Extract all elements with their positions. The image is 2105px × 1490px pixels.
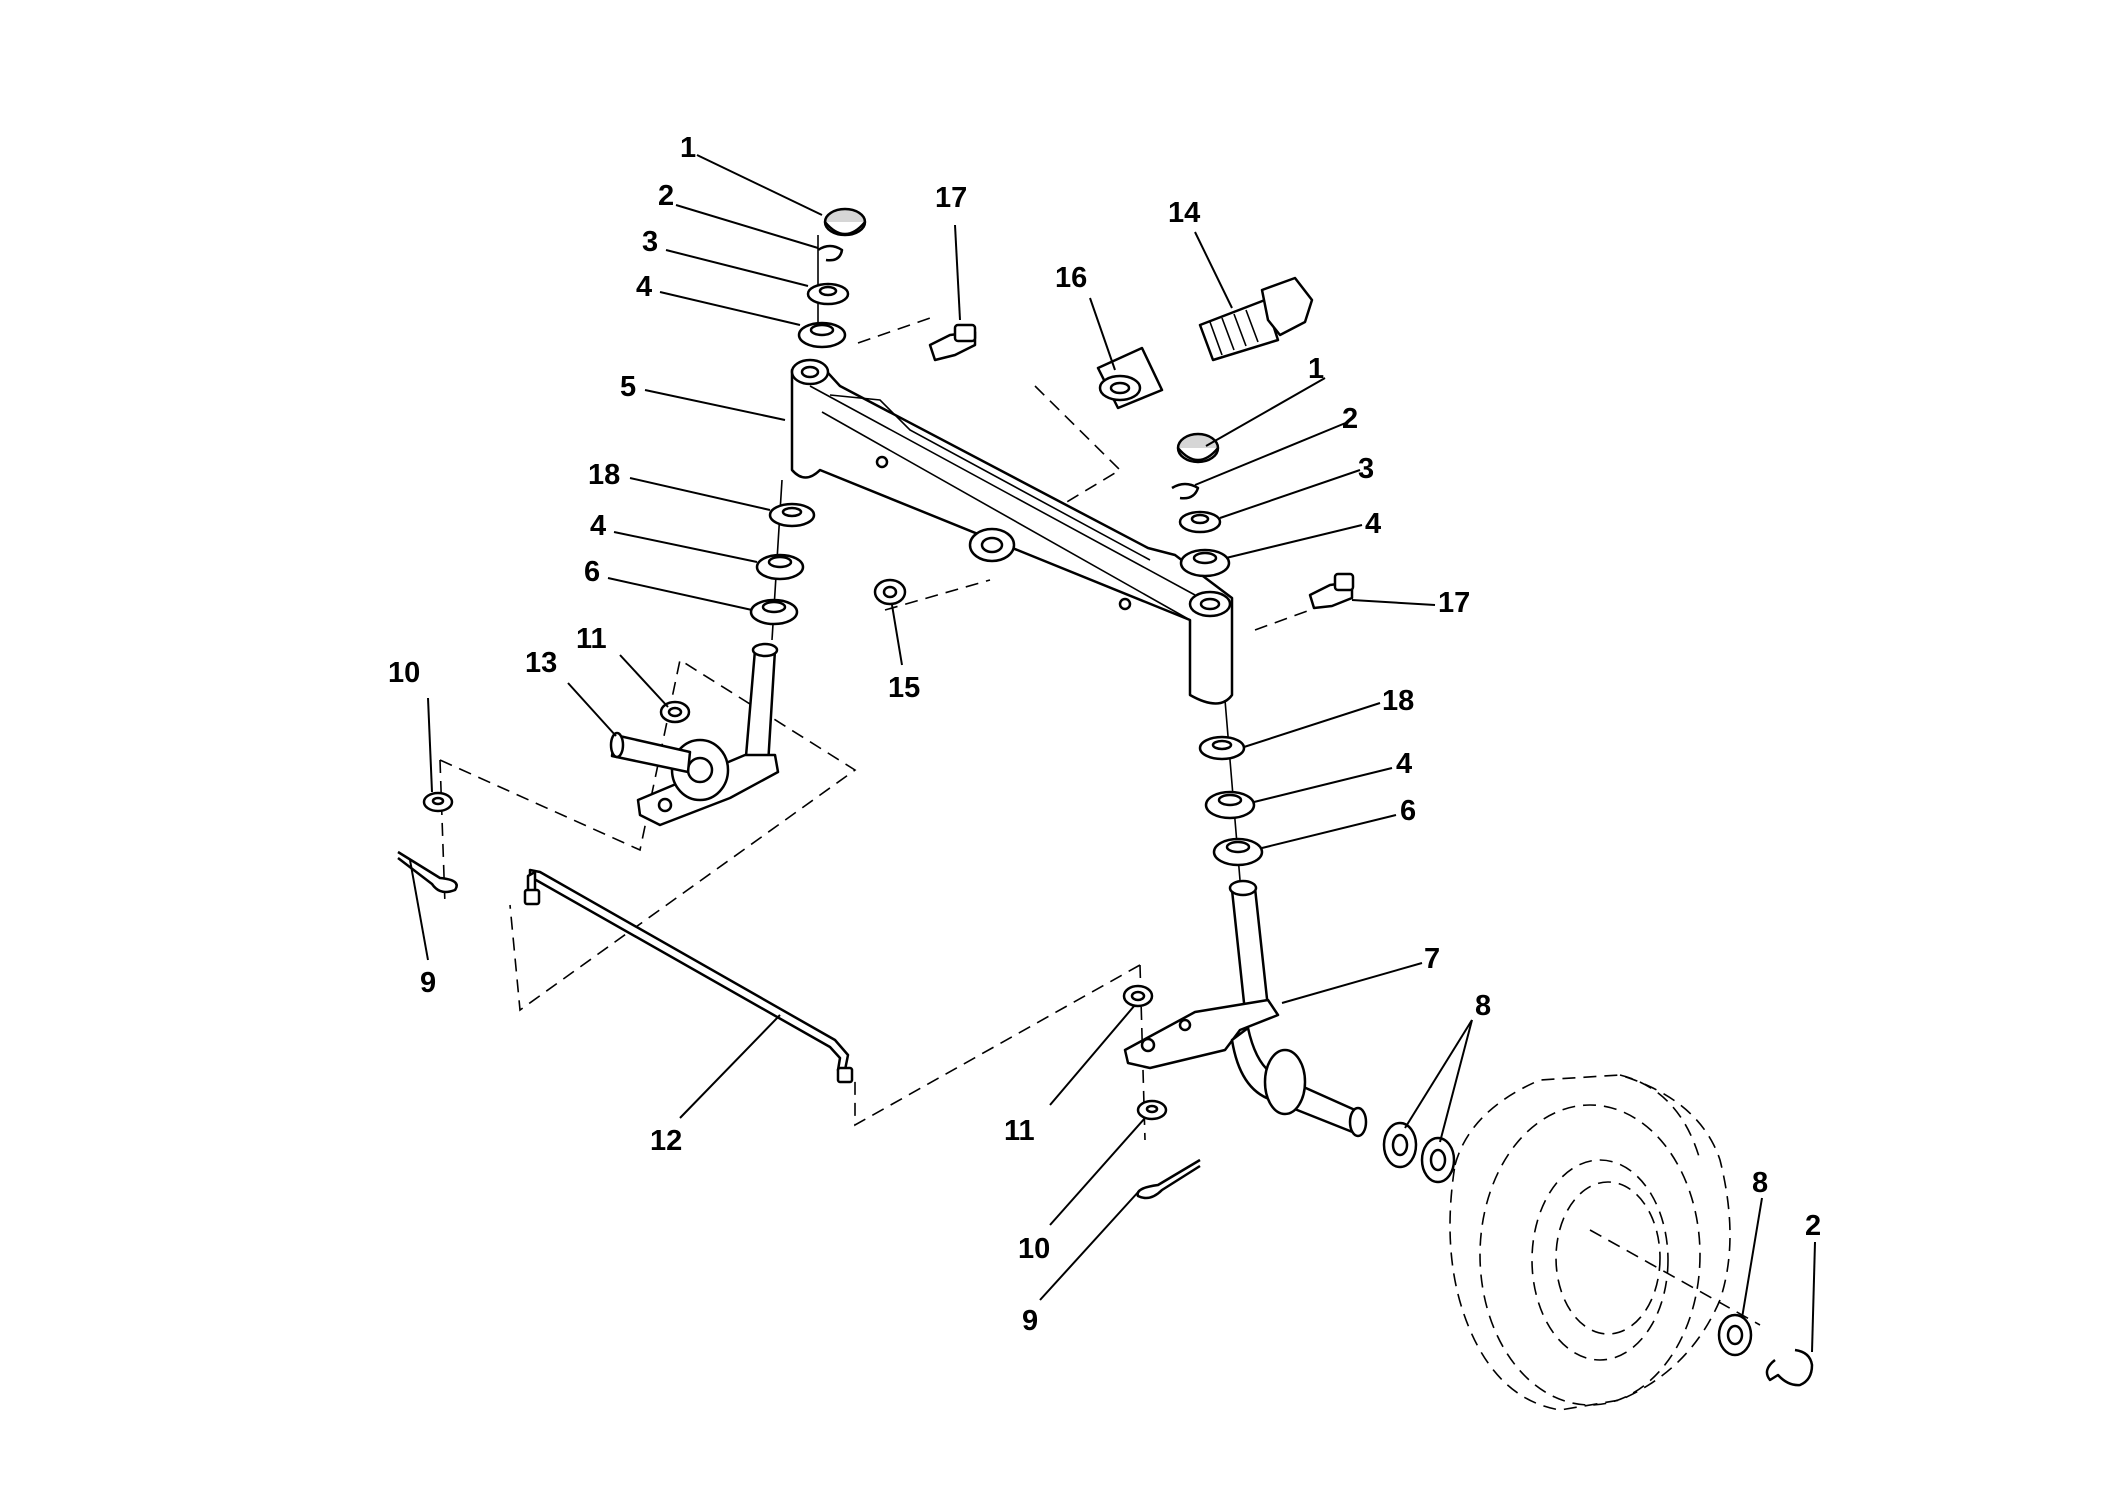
- callout-3: 3: [642, 226, 658, 258]
- left-lower-stack: [749, 479, 816, 641]
- grease-fitting-left-part: [928, 323, 977, 362]
- callout-8: 8: [1752, 1167, 1768, 1199]
- callout-18: 18: [1382, 685, 1414, 717]
- callout-12: 12: [650, 1125, 682, 1157]
- callout-4: 4: [590, 510, 606, 542]
- retaining-clip-part: [817, 244, 844, 262]
- callout-17: 17: [1438, 587, 1470, 619]
- bearing-part: [797, 321, 847, 349]
- dust-cap-part: [823, 207, 867, 237]
- assembly-dashed-lines: [439, 317, 1761, 1326]
- callout-8: 8: [1475, 990, 1491, 1022]
- front-axle-part: [790, 358, 1234, 705]
- callout-labels: 1 2 3 4 5 18 4 6 10 13 11 9 17 16 14 15 …: [388, 132, 1821, 1337]
- callout-4: 4: [1396, 748, 1412, 780]
- grease-fitting-right-part: [1308, 572, 1355, 610]
- callout-9: 9: [1022, 1305, 1038, 1337]
- pivot-bolt-part: [1198, 276, 1314, 362]
- callout-6: 6: [1400, 795, 1416, 827]
- leader-lines: [409, 154, 1816, 1353]
- callout-18: 18: [588, 459, 620, 491]
- callout-2: 2: [1342, 403, 1358, 435]
- right-lower-stack: [1198, 699, 1264, 881]
- hub-clip-part: [1765, 1348, 1814, 1387]
- callout-11: 11: [576, 623, 607, 655]
- callout-16: 16: [1055, 262, 1087, 294]
- right-washer-part: [1136, 1099, 1168, 1121]
- callout-1: 1: [680, 132, 696, 164]
- callout-5: 5: [620, 371, 636, 403]
- callout-17: 17: [935, 182, 967, 214]
- callout-15: 15: [888, 672, 920, 704]
- callout-9: 9: [420, 967, 436, 999]
- left-cotter-pin-part: [397, 850, 458, 894]
- callout-6: 6: [584, 556, 600, 588]
- callout-14: 14: [1168, 197, 1200, 229]
- callout-10: 10: [1018, 1233, 1050, 1265]
- callout-11: 11: [1004, 1115, 1035, 1147]
- spacer-part: [1096, 346, 1164, 410]
- callout-4: 4: [1365, 508, 1381, 540]
- right-spindle-part: [1123, 879, 1368, 1138]
- callout-3: 3: [1358, 453, 1374, 485]
- right-spindle-top-stack: [1171, 432, 1231, 578]
- callout-4: 4: [636, 271, 652, 303]
- lock-nut-part: [873, 578, 907, 606]
- callout-7: 7: [1424, 943, 1440, 975]
- callout-1: 1: [1308, 353, 1324, 385]
- right-flange-bushing-part: [1122, 984, 1154, 1008]
- callout-10: 10: [388, 657, 420, 689]
- callout-2: 2: [658, 180, 674, 212]
- callout-13: 13: [525, 647, 557, 679]
- right-cotter-pin-part: [1136, 1158, 1201, 1200]
- wheel-outline: [1449, 1074, 1731, 1411]
- wheel-washers-part: [1382, 1121, 1456, 1184]
- callout-2: 2: [1805, 1210, 1821, 1242]
- hub-washer-part: [1717, 1313, 1753, 1357]
- left-spindle-part: [609, 642, 780, 827]
- washer-part: [806, 282, 850, 306]
- tie-rod-part: [523, 868, 854, 1084]
- left-spindle-stack: [797, 207, 867, 349]
- left-washer-part: [422, 791, 454, 813]
